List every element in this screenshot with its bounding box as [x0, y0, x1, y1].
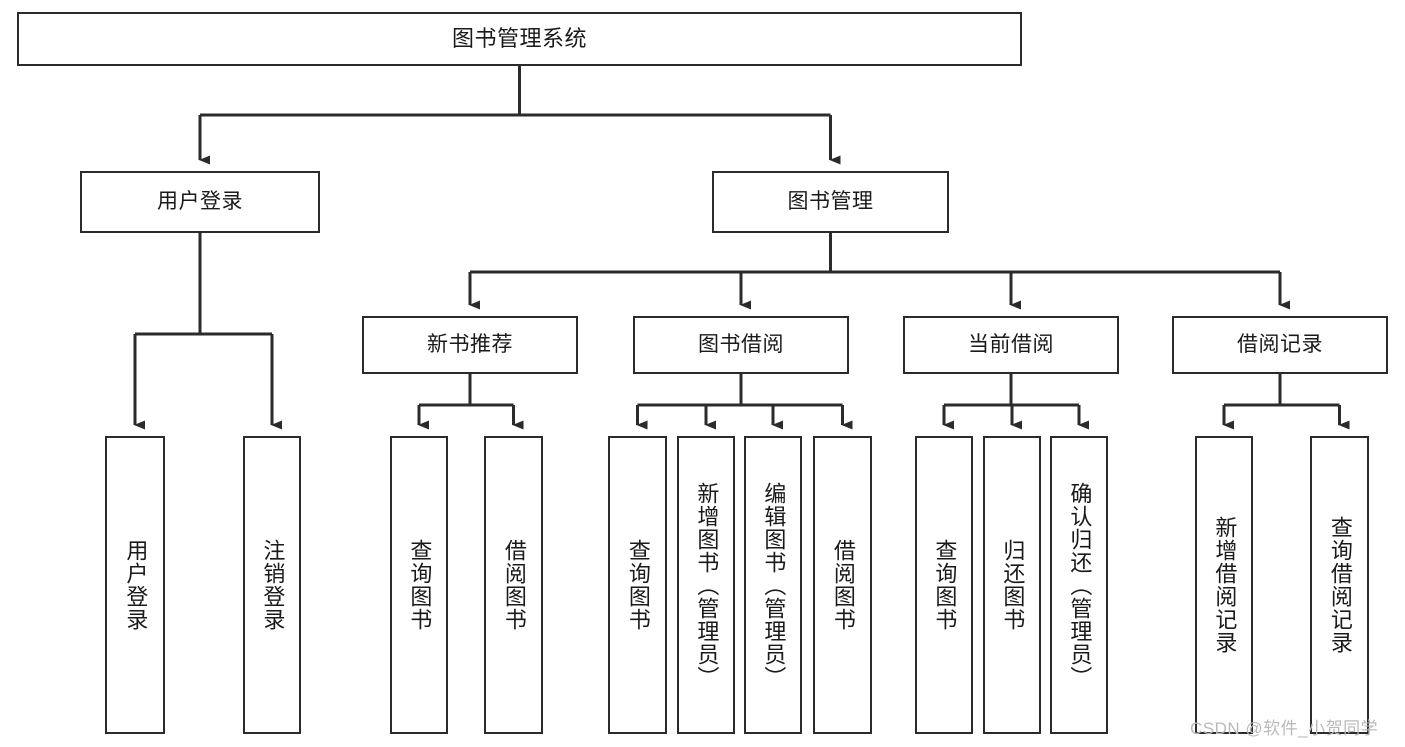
leaf-user-login[interactable]: 用户登录 — [105, 436, 165, 734]
node-label: 归还图书 — [1000, 539, 1026, 631]
node-label: 图书管理系统 — [451, 26, 587, 52]
node-borrow-record[interactable]: 借阅记录 — [1172, 316, 1388, 374]
node-user-login[interactable]: 用户登录 — [80, 171, 320, 233]
node-label: 查询图书 — [407, 539, 433, 631]
leaf-logout[interactable]: 注销登录 — [243, 436, 301, 734]
node-label: 图书管理 — [787, 189, 874, 213]
node-label: 新增图书（管理员） — [694, 481, 720, 689]
node-label: 查询图书 — [625, 539, 651, 631]
node-label: 注销登录 — [260, 539, 286, 631]
node-root[interactable]: 图书管理系统 — [17, 12, 1022, 66]
node-label: 确认归还（管理员） — [1067, 481, 1093, 689]
node-book-borrow[interactable]: 图书借阅 — [633, 316, 849, 374]
node-label: 借阅记录 — [1237, 332, 1323, 356]
node-label: 图书借阅 — [698, 332, 784, 356]
node-label: 新书推荐 — [427, 332, 513, 356]
node-label: 用户登录 — [157, 189, 243, 213]
node-label: 查询借阅记录 — [1327, 516, 1353, 654]
leaf-query-borrow-record[interactable]: 查询借阅记录 — [1310, 436, 1369, 734]
leaf-edit-book-admin[interactable]: 编辑图书（管理员） — [744, 436, 802, 734]
leaf-return-book[interactable]: 归还图书 — [983, 436, 1041, 734]
leaf-borrow-book-recommend[interactable]: 借阅图书 — [484, 436, 543, 734]
leaf-confirm-return-admin[interactable]: 确认归还（管理员） — [1050, 436, 1108, 734]
leaf-query-book-current[interactable]: 查询图书 — [915, 436, 973, 734]
node-label: 查询图书 — [932, 539, 958, 631]
leaf-borrow-book[interactable]: 借阅图书 — [813, 436, 872, 734]
node-current-borrow[interactable]: 当前借阅 — [903, 316, 1119, 374]
leaf-query-book-recommend[interactable]: 查询图书 — [390, 436, 448, 734]
leaf-query-book-borrow[interactable]: 查询图书 — [608, 436, 667, 734]
node-book-management[interactable]: 图书管理 — [712, 171, 949, 233]
csdn-watermark: CSDN @软件_小贺同学 — [1190, 719, 1379, 738]
node-label: 新增借阅记录 — [1212, 516, 1238, 654]
leaf-add-borrow-record[interactable]: 新增借阅记录 — [1195, 436, 1253, 734]
node-new-book-recommend[interactable]: 新书推荐 — [362, 316, 578, 374]
node-label: 用户登录 — [123, 539, 149, 631]
node-label: 借阅图书 — [830, 539, 856, 631]
node-label: 借阅图书 — [501, 539, 527, 631]
node-label: 当前借阅 — [968, 332, 1054, 356]
leaf-add-book-admin[interactable]: 新增图书（管理员） — [677, 436, 735, 734]
node-label: 编辑图书（管理员） — [761, 481, 787, 689]
